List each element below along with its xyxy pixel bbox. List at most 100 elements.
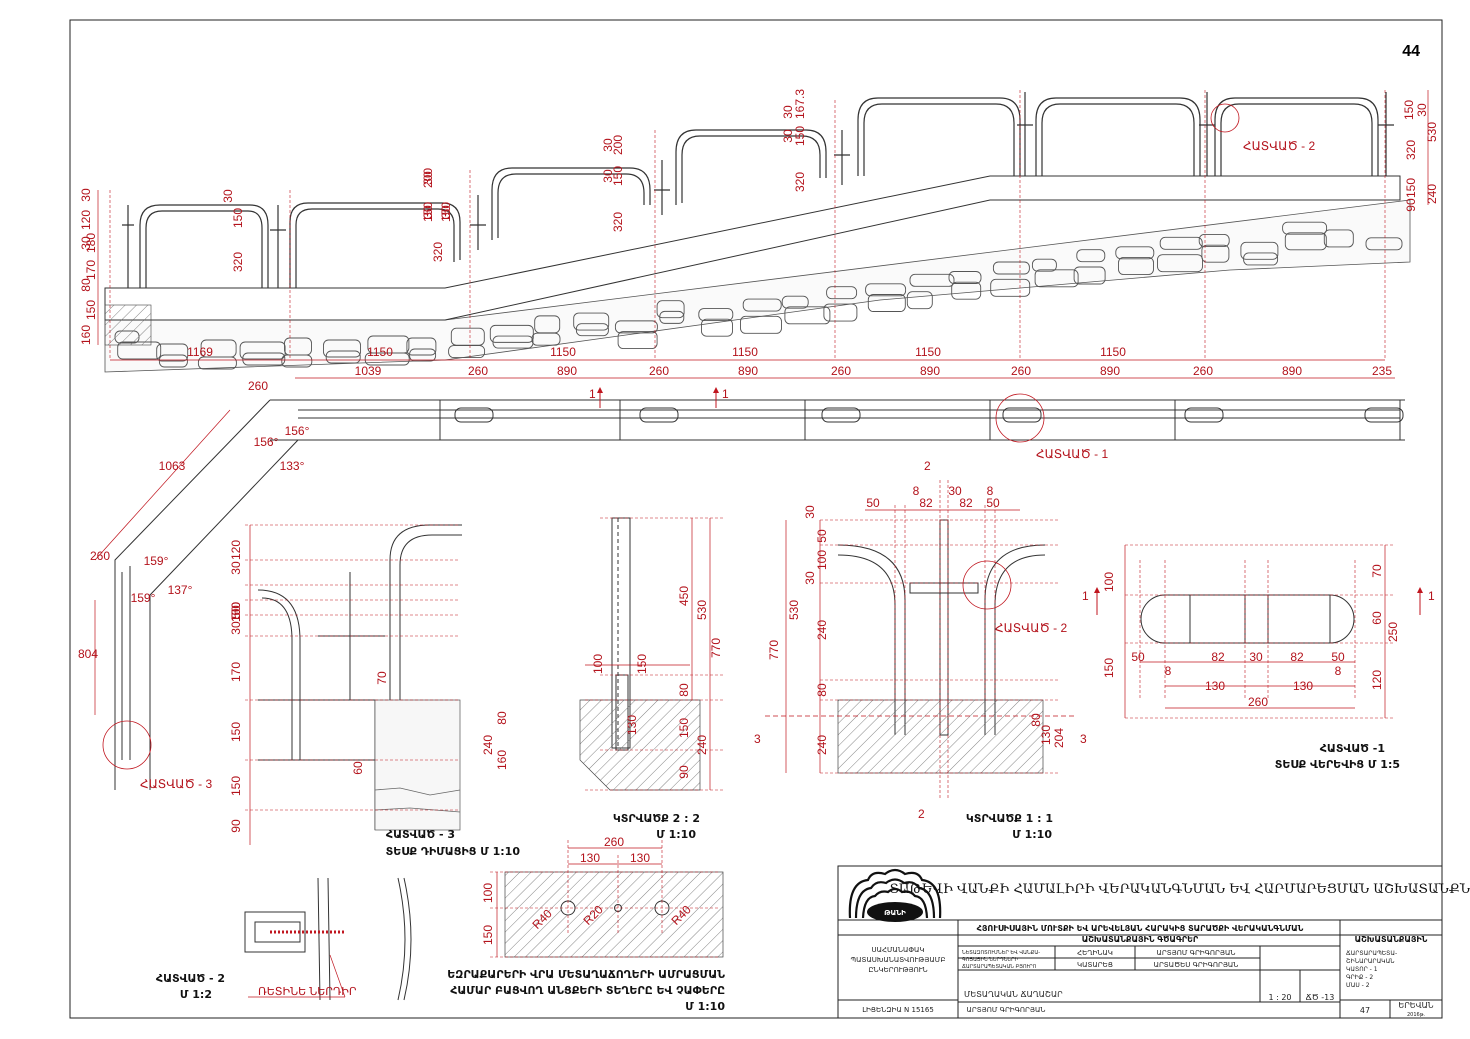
stone xyxy=(1157,254,1203,273)
s22-dims-12: 90 xyxy=(677,765,691,779)
dims-post4-0: 30 xyxy=(781,105,795,119)
s11-dims-left-0: 30 xyxy=(803,505,817,519)
stone xyxy=(823,303,858,322)
s22-dims-2: 450 xyxy=(677,586,691,606)
angles-4: 159° xyxy=(131,591,156,605)
dims-post2-5: 150 xyxy=(439,202,453,222)
s22-dims-5: 80 xyxy=(677,683,691,697)
section-mark-1c: 1 xyxy=(1082,589,1089,603)
section-mark-1d: 1 xyxy=(1428,589,1435,603)
year: 2016թ. xyxy=(1407,1012,1425,1018)
dims-post4-1: 167.3 xyxy=(793,89,807,119)
h1-dims-12: 8 xyxy=(1335,664,1342,678)
dims-plan-3: 260 xyxy=(649,364,669,378)
h2-caption1: ՀԱՏՎԱԾ - 2 xyxy=(156,972,225,985)
ground-hatch-left xyxy=(104,304,152,346)
stone xyxy=(865,283,907,297)
coping-slab xyxy=(104,175,1401,321)
dims-left-stack-3: 180 xyxy=(84,233,98,253)
s11-dims-left-5: 80 xyxy=(815,683,829,697)
angles-5: 137° xyxy=(168,583,193,597)
stone xyxy=(284,337,312,356)
sheet-no: 47 xyxy=(1360,1006,1370,1015)
plan-dims-diag-0: 260 xyxy=(248,379,268,393)
s11-dims-top-1: 8 xyxy=(913,484,920,498)
elevation-dimension-line xyxy=(97,90,1429,361)
stone xyxy=(1243,252,1279,266)
left-note-3: ՃԱՐՏԱՐԱՊԵՏԱԿԱՆ ԲՅՈՒՐՈ xyxy=(962,964,1037,970)
holes-caption3: Մ 1:10 xyxy=(685,1000,725,1013)
angle-labels: 156°156°133°159°159°137° xyxy=(131,424,310,605)
stone xyxy=(492,335,534,349)
right-list-2: ՇԻՆԱՐԱՐԱԿԱՆ xyxy=(1346,958,1395,965)
callout-circle-hatvac1 xyxy=(995,393,1045,443)
dims-left-stack-2: 30 xyxy=(79,236,93,250)
company-3: ԸՆԿԵՐՈՒԹՅՈՒՆ xyxy=(868,966,927,974)
title-block: ԹԱՆԻ ՏԱԹԵՎԻ ՎԱՆՔԻ ՀԱՄԱԼԻՐԻ ՎԵՐԱԿԱՆԳՆՄԱՆ … xyxy=(837,865,1470,1019)
h1-caption1: ՀԱՏՎԱԾ -1 xyxy=(1320,742,1385,755)
role-1: ՀԵՂԻՆԱԿ xyxy=(1077,949,1113,957)
dims-plan-6: 890 xyxy=(920,364,940,378)
dims-right-5: 90 xyxy=(1404,198,1418,212)
plan-dims-diag-1: 1063 xyxy=(159,459,186,473)
dims-left-stack-6: 150 xyxy=(84,300,98,320)
s11-dims-right-2: 204 xyxy=(1052,728,1066,748)
h1-dims-5: 120 xyxy=(1370,670,1384,690)
license: ԼԻՑԵՆԶԻԱ N 15165 xyxy=(862,1006,934,1014)
h1-dims-15: 260 xyxy=(1248,695,1268,709)
det3-dims-2: 150 xyxy=(229,602,243,622)
dims-post2-3: 150 xyxy=(421,202,435,222)
section-1-1: ՀԱՏՎԱԾ - 2 50882308285030501003024080240… xyxy=(754,459,1087,841)
s11-dims-left-3: 30 xyxy=(803,571,817,585)
callout-label-hatvac2-detail: ՀԱՏՎԱԾ - 2 xyxy=(995,621,1068,635)
stone xyxy=(659,310,685,324)
dims-plan-0: 1039 xyxy=(355,364,382,378)
s11-dims-left-4: 240 xyxy=(815,620,829,640)
stone xyxy=(1118,257,1154,275)
dims-post3-3: 150 xyxy=(611,166,625,186)
plan-dimension-line xyxy=(94,377,1395,715)
dims-right-6: 240 xyxy=(1425,184,1439,204)
section-mark-3-left: 3 xyxy=(754,732,761,746)
section-mark-3-right: 3 xyxy=(1080,732,1087,746)
angles-0: 156° xyxy=(254,435,279,449)
dims-plan-4: 890 xyxy=(738,364,758,378)
company-2: ՊԱՏԱՍԽԱՆԱՏՎՈՒԹՅԱՄԲ xyxy=(851,956,946,964)
s11-caption2: Մ 1:10 xyxy=(1012,828,1052,841)
dims-plan-8: 890 xyxy=(1100,364,1120,378)
det3-dims-1: 30 xyxy=(229,561,243,575)
left-note-1: ՆԵՏԱԶՈՏՈՒՄՆԵՐ ԵՎ ՎԱՆՔԱ- xyxy=(962,950,1040,956)
h1-dims-0: 100 xyxy=(1102,572,1116,592)
det3-dims-8: 150 xyxy=(229,776,243,796)
s11-dims-left-1: 50 xyxy=(815,529,829,543)
h1-dims-2: 70 xyxy=(1370,564,1384,578)
callout-circle-hatvac2 xyxy=(1210,103,1240,133)
h1-dims-11: 8 xyxy=(1165,664,1172,678)
s11-dims-left-6: 240 xyxy=(815,735,829,755)
stone xyxy=(450,327,485,346)
stone xyxy=(323,339,361,358)
holes-caption1: ԵԶՐԱՔԱՐԵՐԻ ՎՐԱ ՄԵՏԱՂԱՃՈՂԵՐԻ ԱՄՐԱՑՄԱՆ xyxy=(447,968,725,981)
section-mark-1b: 1 xyxy=(722,387,729,401)
s11-dims-right-1: 130 xyxy=(1039,725,1053,745)
stone xyxy=(1073,266,1106,285)
right-list-1: ՃԱՐՏԱՐԱՊԵՏԱ- xyxy=(1346,950,1397,957)
right-list-3: ԿԱՏՈՐ - 1 xyxy=(1346,966,1378,973)
h2-caption2: Մ 1:2 xyxy=(180,988,212,1001)
s22-dims-6: 130 xyxy=(625,715,639,735)
stone xyxy=(406,337,437,356)
dims-plan-5: 260 xyxy=(831,364,851,378)
dims-post2-6: 320 xyxy=(431,242,445,262)
s11-dims-top-3: 30 xyxy=(948,484,962,498)
sheet-label: ՄԵՏԱՂԱԿԱՆ ՃԱՂԱՇԱՐ xyxy=(964,990,1063,999)
s22-dims-8: 240 xyxy=(695,735,709,755)
name-1: ԱՐՏՅՈՄ ԳՐԻԳՈՐՅԱՆ xyxy=(1157,949,1236,957)
stone xyxy=(740,315,782,334)
dims-left-stack-7: 160 xyxy=(79,325,93,345)
stone xyxy=(951,281,982,300)
dims-plan-1: 260 xyxy=(468,364,488,378)
